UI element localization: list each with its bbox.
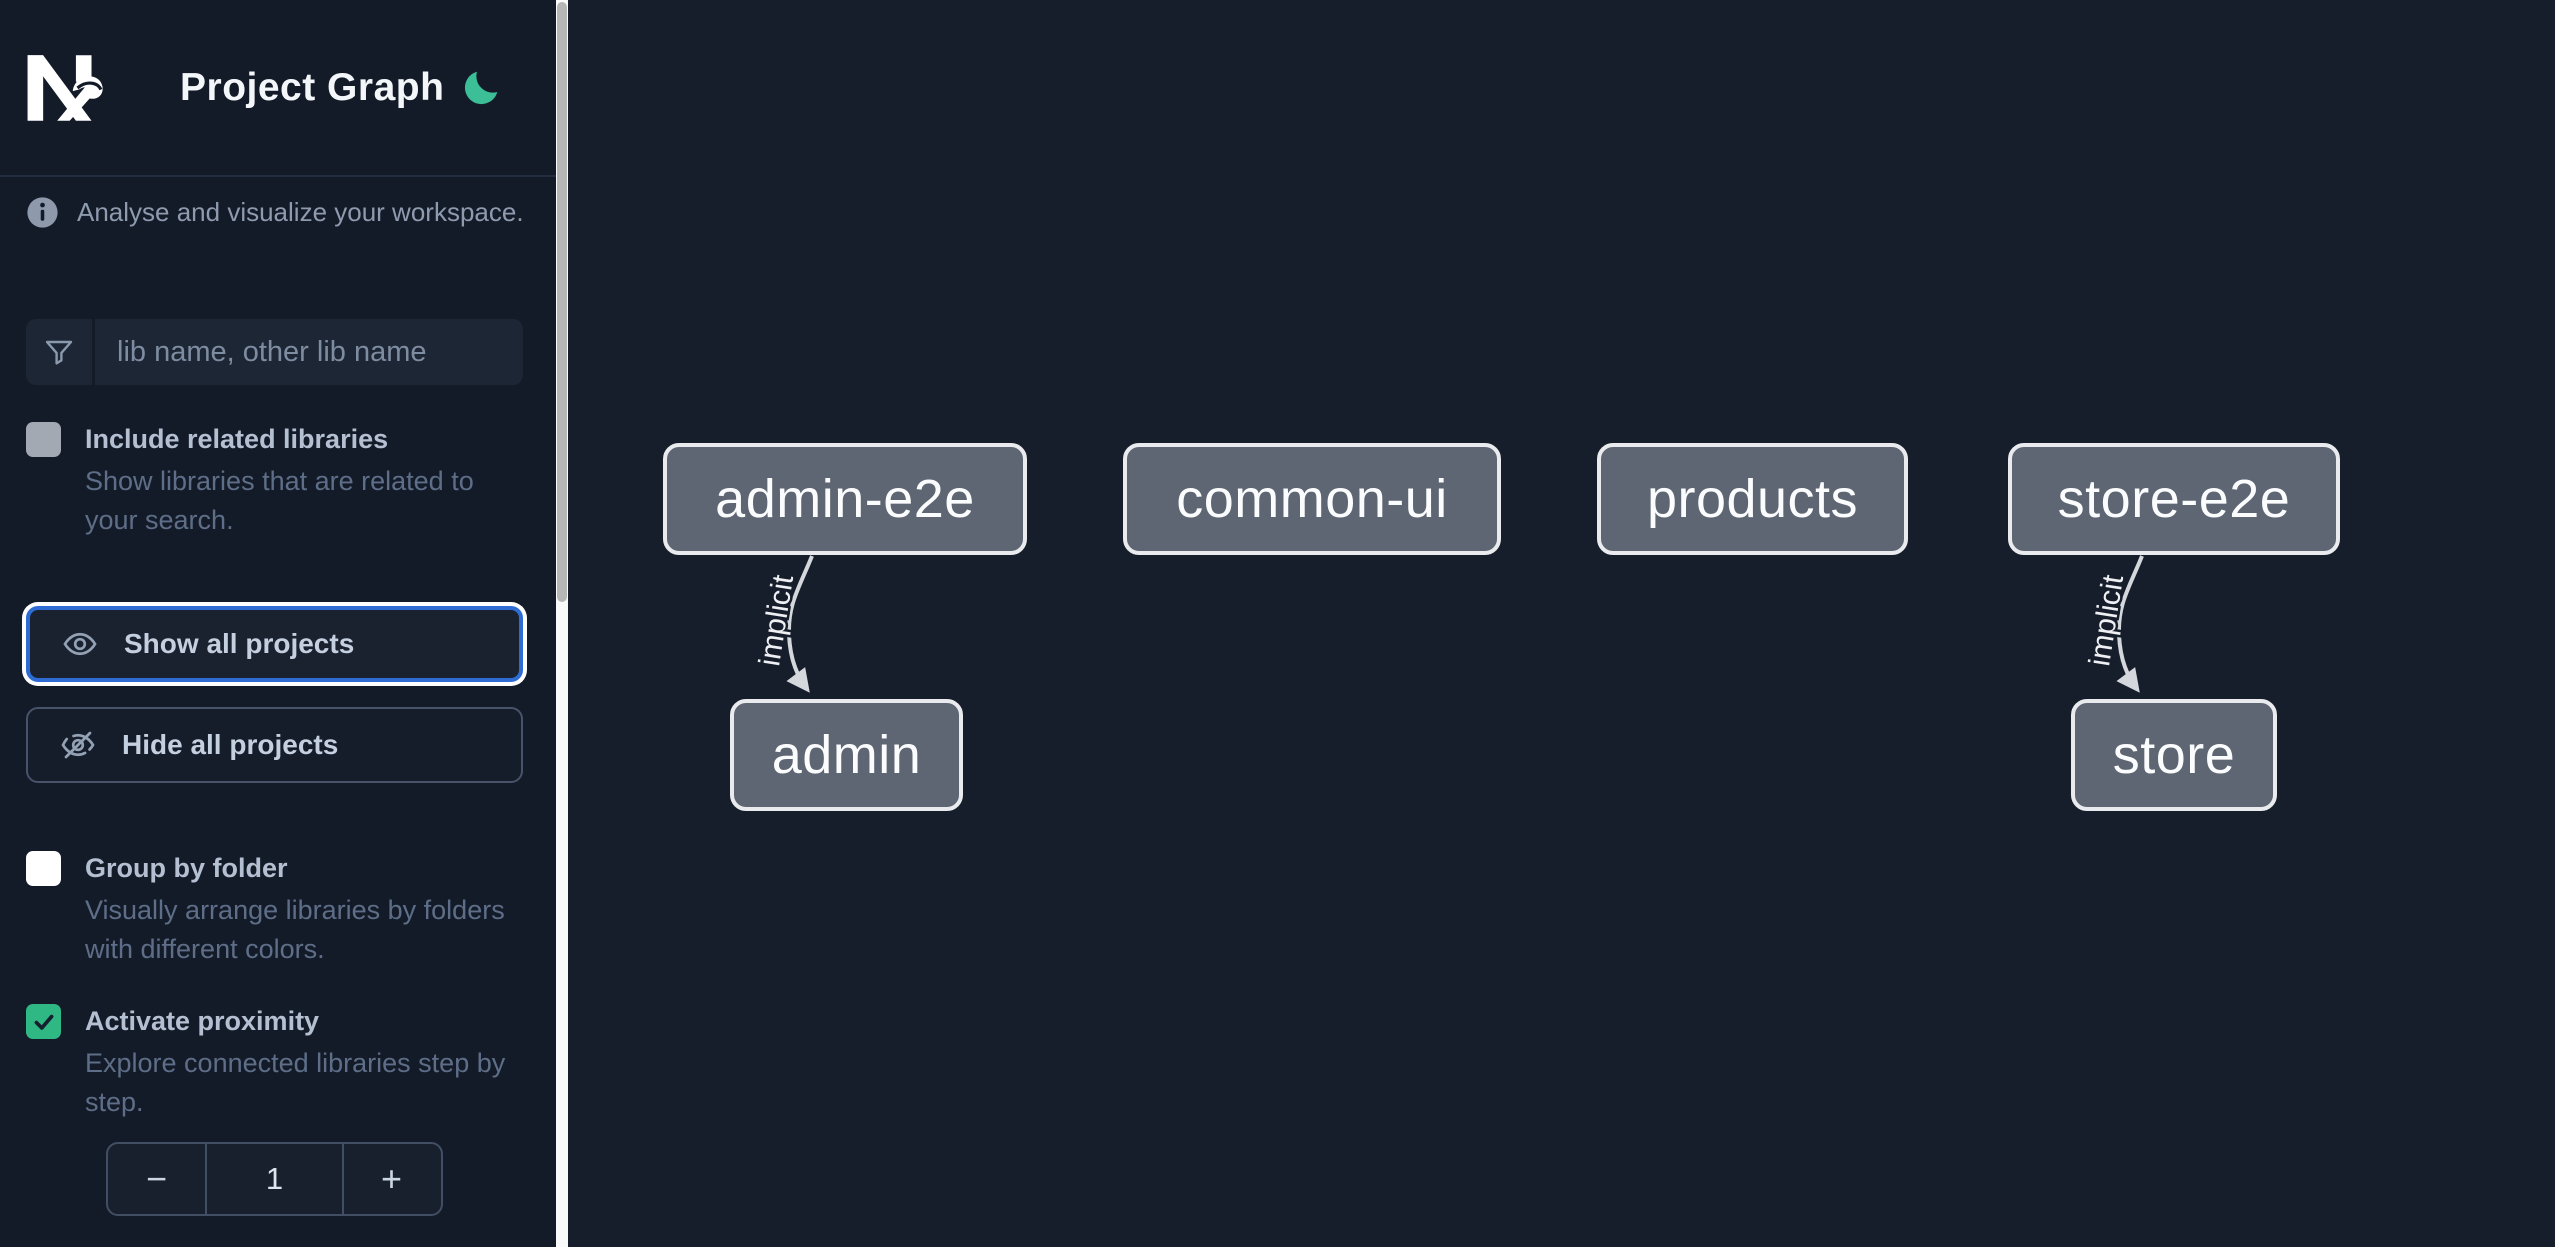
tagline-text: Analyse and visualize your workspace. — [77, 197, 524, 227]
hide-all-projects-button[interactable]: Hide all projects — [26, 707, 523, 783]
graph-node-admin-e2e[interactable]: admin-e2e — [663, 443, 1027, 555]
eye-icon — [63, 632, 97, 656]
graph-node-admin[interactable]: admin — [730, 699, 963, 811]
graph-edges: implicit implicit — [751, 555, 2144, 693]
toggle-activate-proximity: Activate proximity Explore connected lib… — [26, 1002, 526, 1122]
activate-proximity-checkbox[interactable] — [26, 1004, 61, 1039]
activate-proximity-label: Activate proximity — [85, 1006, 320, 1036]
check-icon — [34, 1014, 53, 1030]
graph-node-store[interactable]: store — [2071, 699, 2277, 811]
search-box — [26, 319, 523, 385]
theme-toggle-button[interactable] — [458, 65, 504, 111]
group-by-folder-checkbox[interactable] — [26, 851, 61, 886]
group-by-folder-label: Group by folder — [85, 853, 288, 883]
edge-store-e2e-to-store — [2116, 555, 2144, 693]
include-related-checkbox[interactable] — [26, 422, 61, 457]
search-input[interactable] — [95, 319, 523, 385]
hide-all-projects-label: Hide all projects — [122, 729, 339, 760]
workspace-tagline: Analyse and visualize your workspace. — [26, 196, 526, 229]
sidebar: Project Graph Analyse and visualize your… — [0, 0, 556, 1247]
sidebar-scrollbar-thumb[interactable] — [557, 2, 567, 602]
edge-admin-e2e-to-admin — [786, 555, 814, 693]
show-all-projects-label: Show all projects — [124, 628, 355, 659]
graph-node-store-e2e[interactable]: store-e2e — [2008, 443, 2340, 555]
page-title: Project Graph — [180, 65, 445, 109]
sidebar-scrollbar-track[interactable] — [556, 0, 568, 1247]
show-all-projects-button[interactable]: Show all projects — [26, 606, 523, 682]
include-related-label: Include related libraries — [85, 424, 389, 454]
edge-label-store-e2e: implicit — [2083, 572, 2130, 668]
group-by-folder-description: Visually arrange libraries by folders wi… — [85, 895, 505, 964]
graph-node-common-ui[interactable]: common-ui — [1123, 443, 1501, 555]
decrement-button[interactable]: − — [108, 1144, 207, 1214]
filter-icon — [45, 340, 73, 365]
activate-proximity-description: Explore connected libraries step by step… — [85, 1048, 506, 1117]
toggle-include-related: Include related libraries Show libraries… — [26, 420, 526, 540]
moon-icon — [464, 71, 498, 104]
graph-canvas[interactable]: implicit implicit admin-e2e common-ui produ… — [568, 0, 2555, 1247]
proximity-depth-stepper: − + — [106, 1142, 443, 1216]
graph-node-products[interactable]: products — [1597, 443, 1908, 555]
nx-logo — [27, 54, 103, 121]
info-icon — [27, 197, 58, 228]
proximity-depth-input[interactable] — [207, 1144, 342, 1214]
edge-label-admin-e2e: implicit — [753, 572, 800, 668]
eye-off-icon — [61, 731, 95, 759]
toggle-group-by-folder: Group by folder Visually arrange librari… — [26, 849, 526, 969]
sidebar-header: Project Graph — [0, 0, 556, 177]
filter-icon-cell — [26, 319, 95, 385]
include-related-description: Show libraries that are related to your … — [85, 466, 474, 535]
increment-button[interactable]: + — [342, 1144, 439, 1214]
